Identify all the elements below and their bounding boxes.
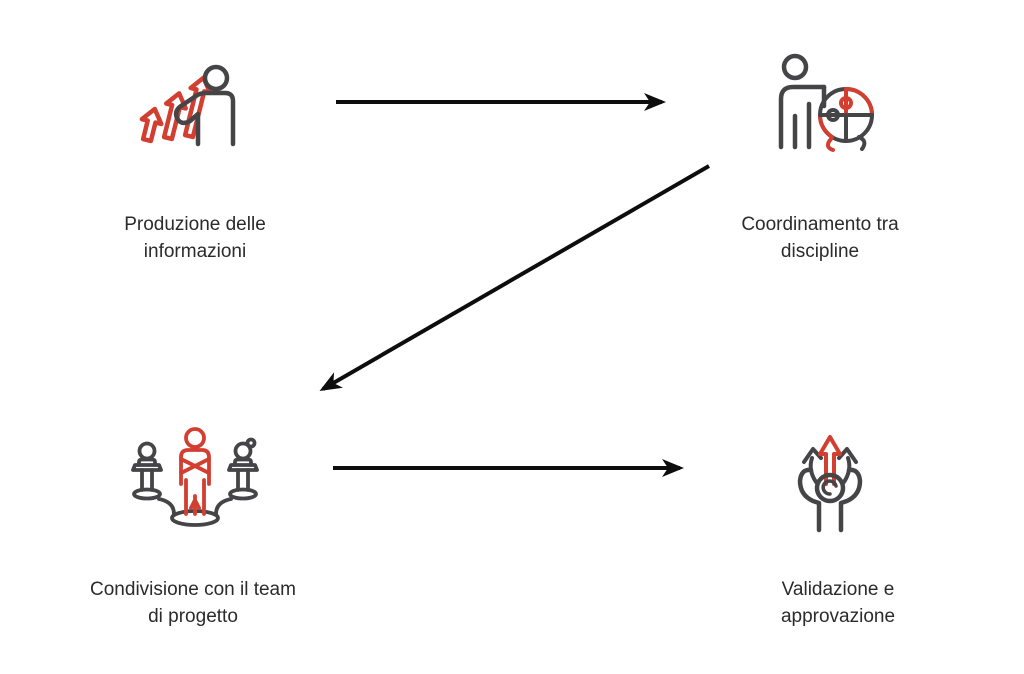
label-line: Coordinamento tra <box>741 214 899 235</box>
label-line: Condivisione con il team <box>90 579 296 600</box>
label-line: approvazione <box>780 606 896 627</box>
label-line: Produzione delle <box>124 214 266 235</box>
label-line: di progetto <box>148 606 238 627</box>
arrow-coordinamento-to-condivisione <box>319 164 711 392</box>
node-label: Condivisione con il team di progetto <box>53 576 333 630</box>
growth-person-icon <box>130 52 250 157</box>
label-line: Validazione e <box>781 579 895 600</box>
person-puzzle-icon <box>762 52 882 162</box>
label-line: discipline <box>780 241 860 262</box>
node-label: Produzione delle informazioni <box>65 211 325 265</box>
node-label: Coordinamento tra discipline <box>690 211 950 265</box>
node-label: Validazione e approvazione <box>708 576 968 630</box>
team-sharing-icon <box>125 424 265 534</box>
approval-icon <box>775 424 885 539</box>
label-line: informazioni <box>143 241 247 262</box>
